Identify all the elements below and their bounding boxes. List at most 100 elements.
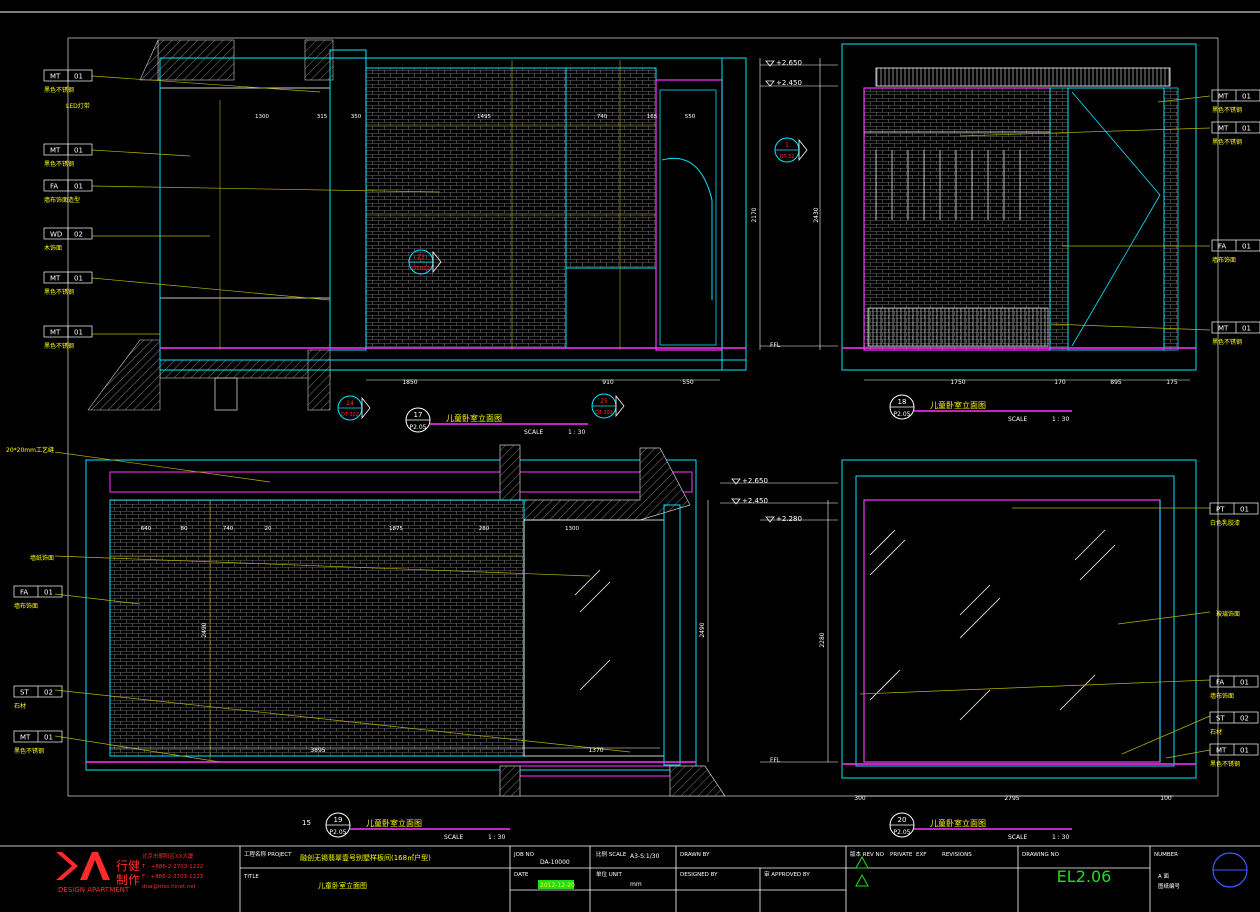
- material-tag: WD 02 木饰面: [43, 227, 93, 252]
- dimension-text: 350: [351, 114, 362, 120]
- level-marker: +2.450: [765, 79, 802, 87]
- unit-label: 单位 UNIT: [596, 870, 623, 878]
- tag-number: 01: [1242, 125, 1251, 133]
- dimension-text: 2170: [751, 207, 758, 222]
- tag-note: 墙布饰面: [1210, 692, 1234, 700]
- title-value: 儿童卧室立面图: [318, 881, 367, 890]
- bubble-number: 24: [346, 400, 354, 407]
- tag-note: 黑色不锈钢: [1210, 760, 1240, 768]
- level-value: +2.280: [776, 515, 802, 523]
- tag-number: 01: [1242, 325, 1251, 333]
- view-number: 17: [414, 411, 423, 419]
- dimension-text: 895: [1110, 379, 1122, 386]
- rev-item: REVISIONS: [942, 852, 972, 858]
- company-name-2: 制作: [116, 873, 140, 887]
- tag-number: 01: [1240, 506, 1249, 514]
- view-title-underlines: [350, 410, 1072, 830]
- tag-number: 01: [1240, 747, 1249, 755]
- tag-number: 01: [1240, 679, 1249, 687]
- view-scale-label: SCALE: [524, 429, 543, 436]
- project-name: 融创无锡翡翠壹号别墅样板间(168㎡户型): [300, 853, 431, 862]
- view-20-elevation: [841, 459, 1197, 779]
- company-contact: 北京市朝阳区XX大厦: [142, 852, 194, 860]
- view-title-text: 儿童卧室立面图: [930, 818, 986, 828]
- tag-code: MT: [1218, 125, 1229, 133]
- view-scale-value: 1 : 30: [1052, 834, 1069, 841]
- dimension-text: 20: [265, 526, 272, 532]
- logo-mark: [56, 852, 110, 880]
- view-title-text: 儿童卧室立面图: [366, 818, 422, 828]
- dimension-text: 1300: [565, 526, 579, 532]
- view-18-elevation: [841, 43, 1197, 371]
- dimension-text: 1370: [588, 747, 603, 754]
- dimension-text: 740: [223, 526, 234, 532]
- tag-number: 01: [44, 734, 53, 742]
- view-19-elevation: [85, 444, 726, 797]
- job-no-label: JOB NO: [513, 852, 535, 858]
- tag-note: 黑色不锈钢: [1212, 338, 1242, 346]
- view-title-text: 儿童卧室立面图: [446, 413, 502, 423]
- tag-code: FA: [1218, 243, 1226, 251]
- view-sheet: P2.05: [894, 411, 911, 418]
- view-prefix: 15: [302, 819, 311, 827]
- drawing-no: EL2.06: [1057, 867, 1112, 886]
- dimension-text: 1850: [402, 379, 417, 386]
- tag-number: 01: [74, 183, 83, 191]
- dimension-text: 550: [685, 114, 696, 120]
- drawing-frame: [0, 11, 1260, 797]
- tag-note: 20*20mm工艺缝: [6, 446, 54, 454]
- number-value-2: 图纸编号: [1158, 882, 1181, 890]
- level-marker: +2.450: [731, 497, 768, 505]
- dimension-text: 175: [1166, 379, 1178, 386]
- company-contact: dna@mso.hinet.net: [142, 884, 197, 890]
- title-label: TITLE: [243, 874, 259, 880]
- dimension-text: 280: [479, 526, 490, 532]
- drawing-no-label: DRAWING NO: [1022, 852, 1060, 858]
- view-title-text: 儿童卧室立面图: [930, 400, 986, 410]
- level-value: +2.450: [776, 79, 802, 87]
- tag-code: FA: [1216, 679, 1224, 687]
- company-english: DESIGN APARTMENT: [58, 886, 130, 894]
- rev-label: 版本 REV NO: [850, 850, 885, 858]
- rev-item: EXF: [916, 852, 926, 858]
- view-number: 19: [334, 816, 343, 824]
- tag-note: 木饰面: [44, 244, 62, 252]
- tag-code: PT: [1216, 506, 1225, 514]
- view-number: 20: [898, 816, 907, 824]
- dimension-text: 740: [597, 114, 608, 120]
- dimension-text: 315: [317, 114, 328, 120]
- tag-code: MT: [50, 329, 61, 337]
- tag-code: MT: [1216, 747, 1227, 755]
- hanger-row: [875, 150, 1021, 220]
- rev-item: PRIVATE: [890, 852, 913, 858]
- scale-value: A3-S:1/30: [630, 853, 660, 860]
- dimension-text: 170: [1054, 379, 1066, 386]
- title-block-frame: [0, 845, 1260, 912]
- level-marker: +2.650: [765, 59, 802, 67]
- tag-code: FA: [20, 589, 28, 597]
- number-value: A 面: [1158, 873, 1170, 880]
- bubble-number: 25: [600, 398, 608, 405]
- tag-code: FA: [50, 183, 58, 191]
- unit-value: mm: [630, 881, 642, 888]
- tag-number: 02: [74, 231, 83, 239]
- tag-code: WD: [50, 231, 62, 239]
- view-17-elevation: [87, 39, 747, 411]
- level-ffl: FFL: [770, 757, 781, 764]
- level-marker: +2.280: [765, 515, 802, 523]
- tag-note: 玻璃饰面: [1216, 610, 1240, 618]
- tag-note: 石材: [1210, 728, 1222, 736]
- dimension-text: 2490: [699, 622, 706, 637]
